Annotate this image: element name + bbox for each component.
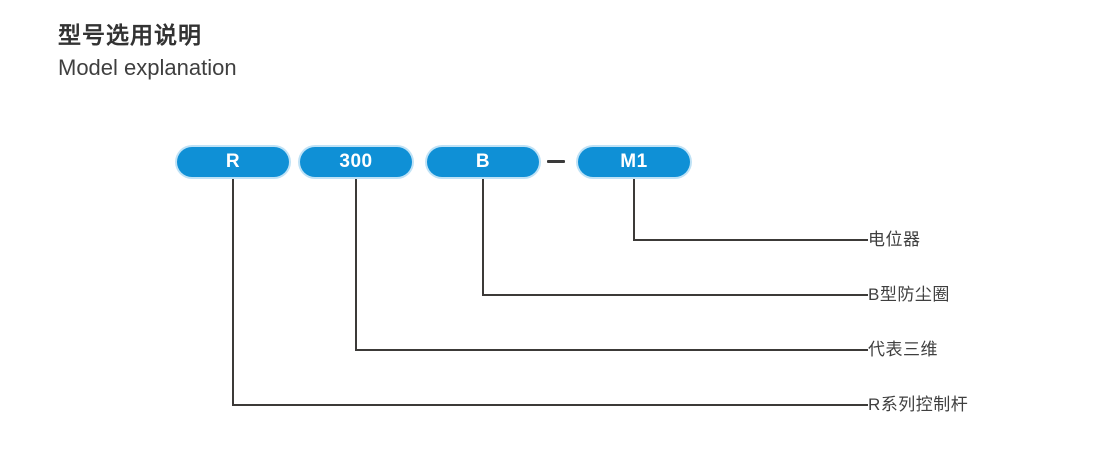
callout-label-dust-seal: B型防尘圈 — [868, 285, 950, 304]
model-segment-size: 300 — [300, 147, 412, 177]
leader-line-vertical-r — [232, 177, 234, 406]
callout-label-potentiometer: 电位器 — [868, 230, 921, 249]
model-segment-series: R — [177, 147, 289, 177]
leader-line-horizontal-300 — [355, 349, 868, 351]
leader-line-vertical-m1 — [633, 177, 635, 241]
page-title-en: Model explanation — [58, 55, 237, 80]
model-segment-size-label: 300 — [339, 151, 373, 172]
heading-block: 型号选用说明 Model explanation — [58, 18, 618, 84]
callout-label-series-lever: R系列控制杆 — [868, 395, 969, 414]
callout-label-three-dimension: 代表三维 — [868, 340, 938, 359]
leader-line-horizontal-b — [482, 294, 868, 296]
leader-line-vertical-300 — [355, 177, 357, 351]
model-segment-dust-seal: B — [427, 147, 539, 177]
model-segment-series-label: R — [225, 151, 241, 172]
leader-line-horizontal-r — [232, 404, 868, 406]
model-code-separator-dash — [547, 160, 565, 163]
leader-line-vertical-b — [482, 177, 484, 296]
model-segment-dust-seal-label: B — [475, 151, 491, 172]
page-title-cn: 型号选用说明 — [58, 22, 202, 48]
leader-line-horizontal-m1 — [633, 239, 868, 241]
model-segment-output: M1 — [578, 147, 690, 177]
model-segment-output-label: M1 — [620, 151, 648, 172]
